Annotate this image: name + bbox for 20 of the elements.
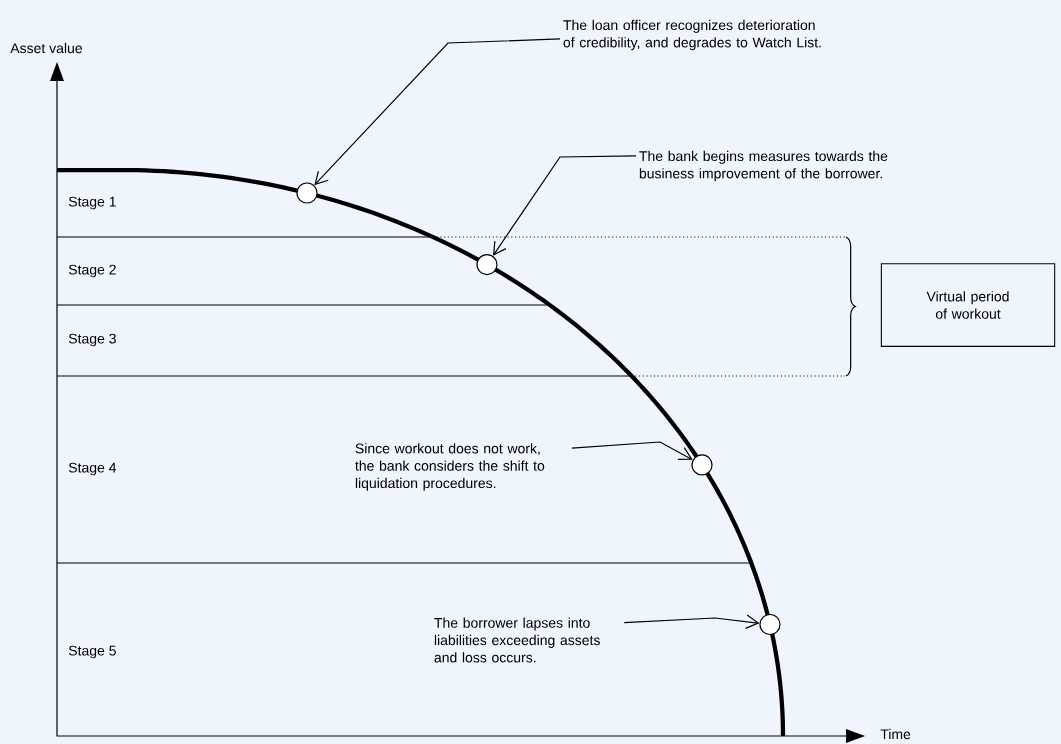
callout-text: Since workout does not work, the bank considers the shift to liquidation procedures.	[355, 443, 545, 491]
stage-label: Stage 5	[68, 645, 116, 659]
stage-label: Stage 2	[68, 264, 116, 278]
marker-circle	[476, 254, 498, 276]
callout-text: The loan officer recognizes deterioration of credibility, and degrades to Watch List.	[563, 19, 821, 51]
marker-circle	[296, 182, 318, 204]
stage-label: Stage 4	[68, 462, 117, 476]
stage-label: Stage 3	[68, 333, 116, 347]
leader-line	[571, 441, 693, 460]
leader-line	[492, 155, 637, 256]
axis-label: Asset value	[10, 42, 82, 54]
stage-label: Stage 1	[68, 196, 116, 210]
leader-line	[314, 38, 561, 186]
marker-circle	[759, 613, 781, 636]
callout-text: The bank begins measures towards the business improvement of the borrower.	[639, 150, 888, 182]
leader-line	[623, 614, 760, 629]
axis-label: Time	[880, 728, 911, 740]
callout-text: The borrower lapses into liabilities exceeding assets and loss occurs.	[434, 617, 600, 663]
text-box: Virtual period of workout	[880, 263, 1056, 347]
marker-circle	[691, 454, 713, 476]
